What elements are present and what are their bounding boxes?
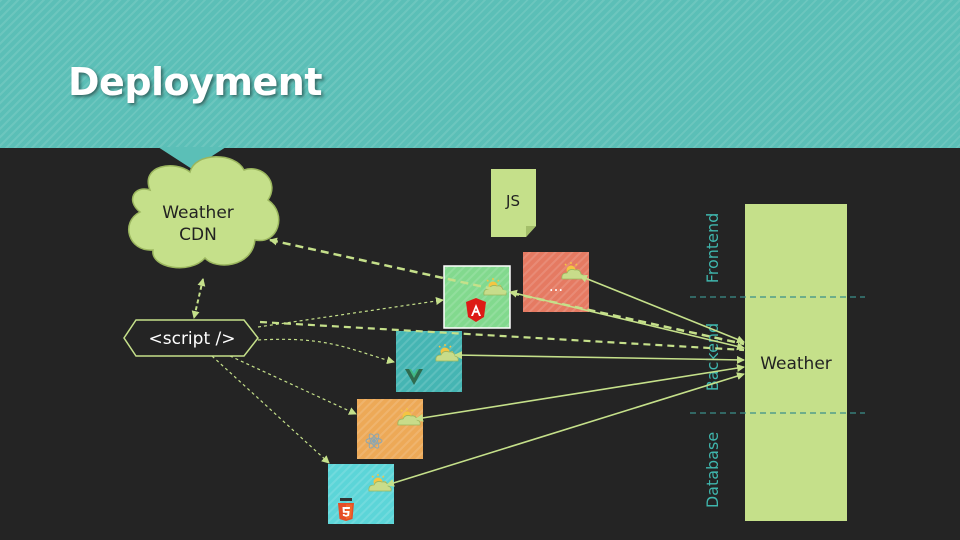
tile-react xyxy=(357,399,423,459)
html5-logo-icon xyxy=(338,498,354,521)
cdn-label-line2: CDN xyxy=(179,225,217,245)
weather-cdn-cloud xyxy=(128,156,280,269)
weather-service-label: Weather xyxy=(760,354,832,374)
js-document-icon xyxy=(491,169,536,237)
weather-service-box xyxy=(745,204,847,521)
script-tag-node xyxy=(123,319,259,357)
script-connectors xyxy=(211,297,444,464)
cdn-label-line1: Weather xyxy=(162,203,234,223)
js-document-label: JS xyxy=(505,192,520,210)
script-weather-connector xyxy=(259,320,745,352)
more-tile-label: ... xyxy=(549,277,563,295)
tile-weather-arrows xyxy=(386,274,745,487)
script-tag-label: <script /> xyxy=(149,329,236,349)
tile-vue xyxy=(396,331,462,392)
layer-label-frontend: Frontend xyxy=(703,213,722,284)
header-band xyxy=(0,0,960,148)
slide-title: Deployment xyxy=(68,60,323,104)
cdn-script-connector xyxy=(191,278,206,319)
react-logo-icon xyxy=(365,433,383,449)
angular-logo-icon xyxy=(466,298,486,322)
tile-html5 xyxy=(328,464,394,524)
layer-label-database: Database xyxy=(703,432,722,508)
